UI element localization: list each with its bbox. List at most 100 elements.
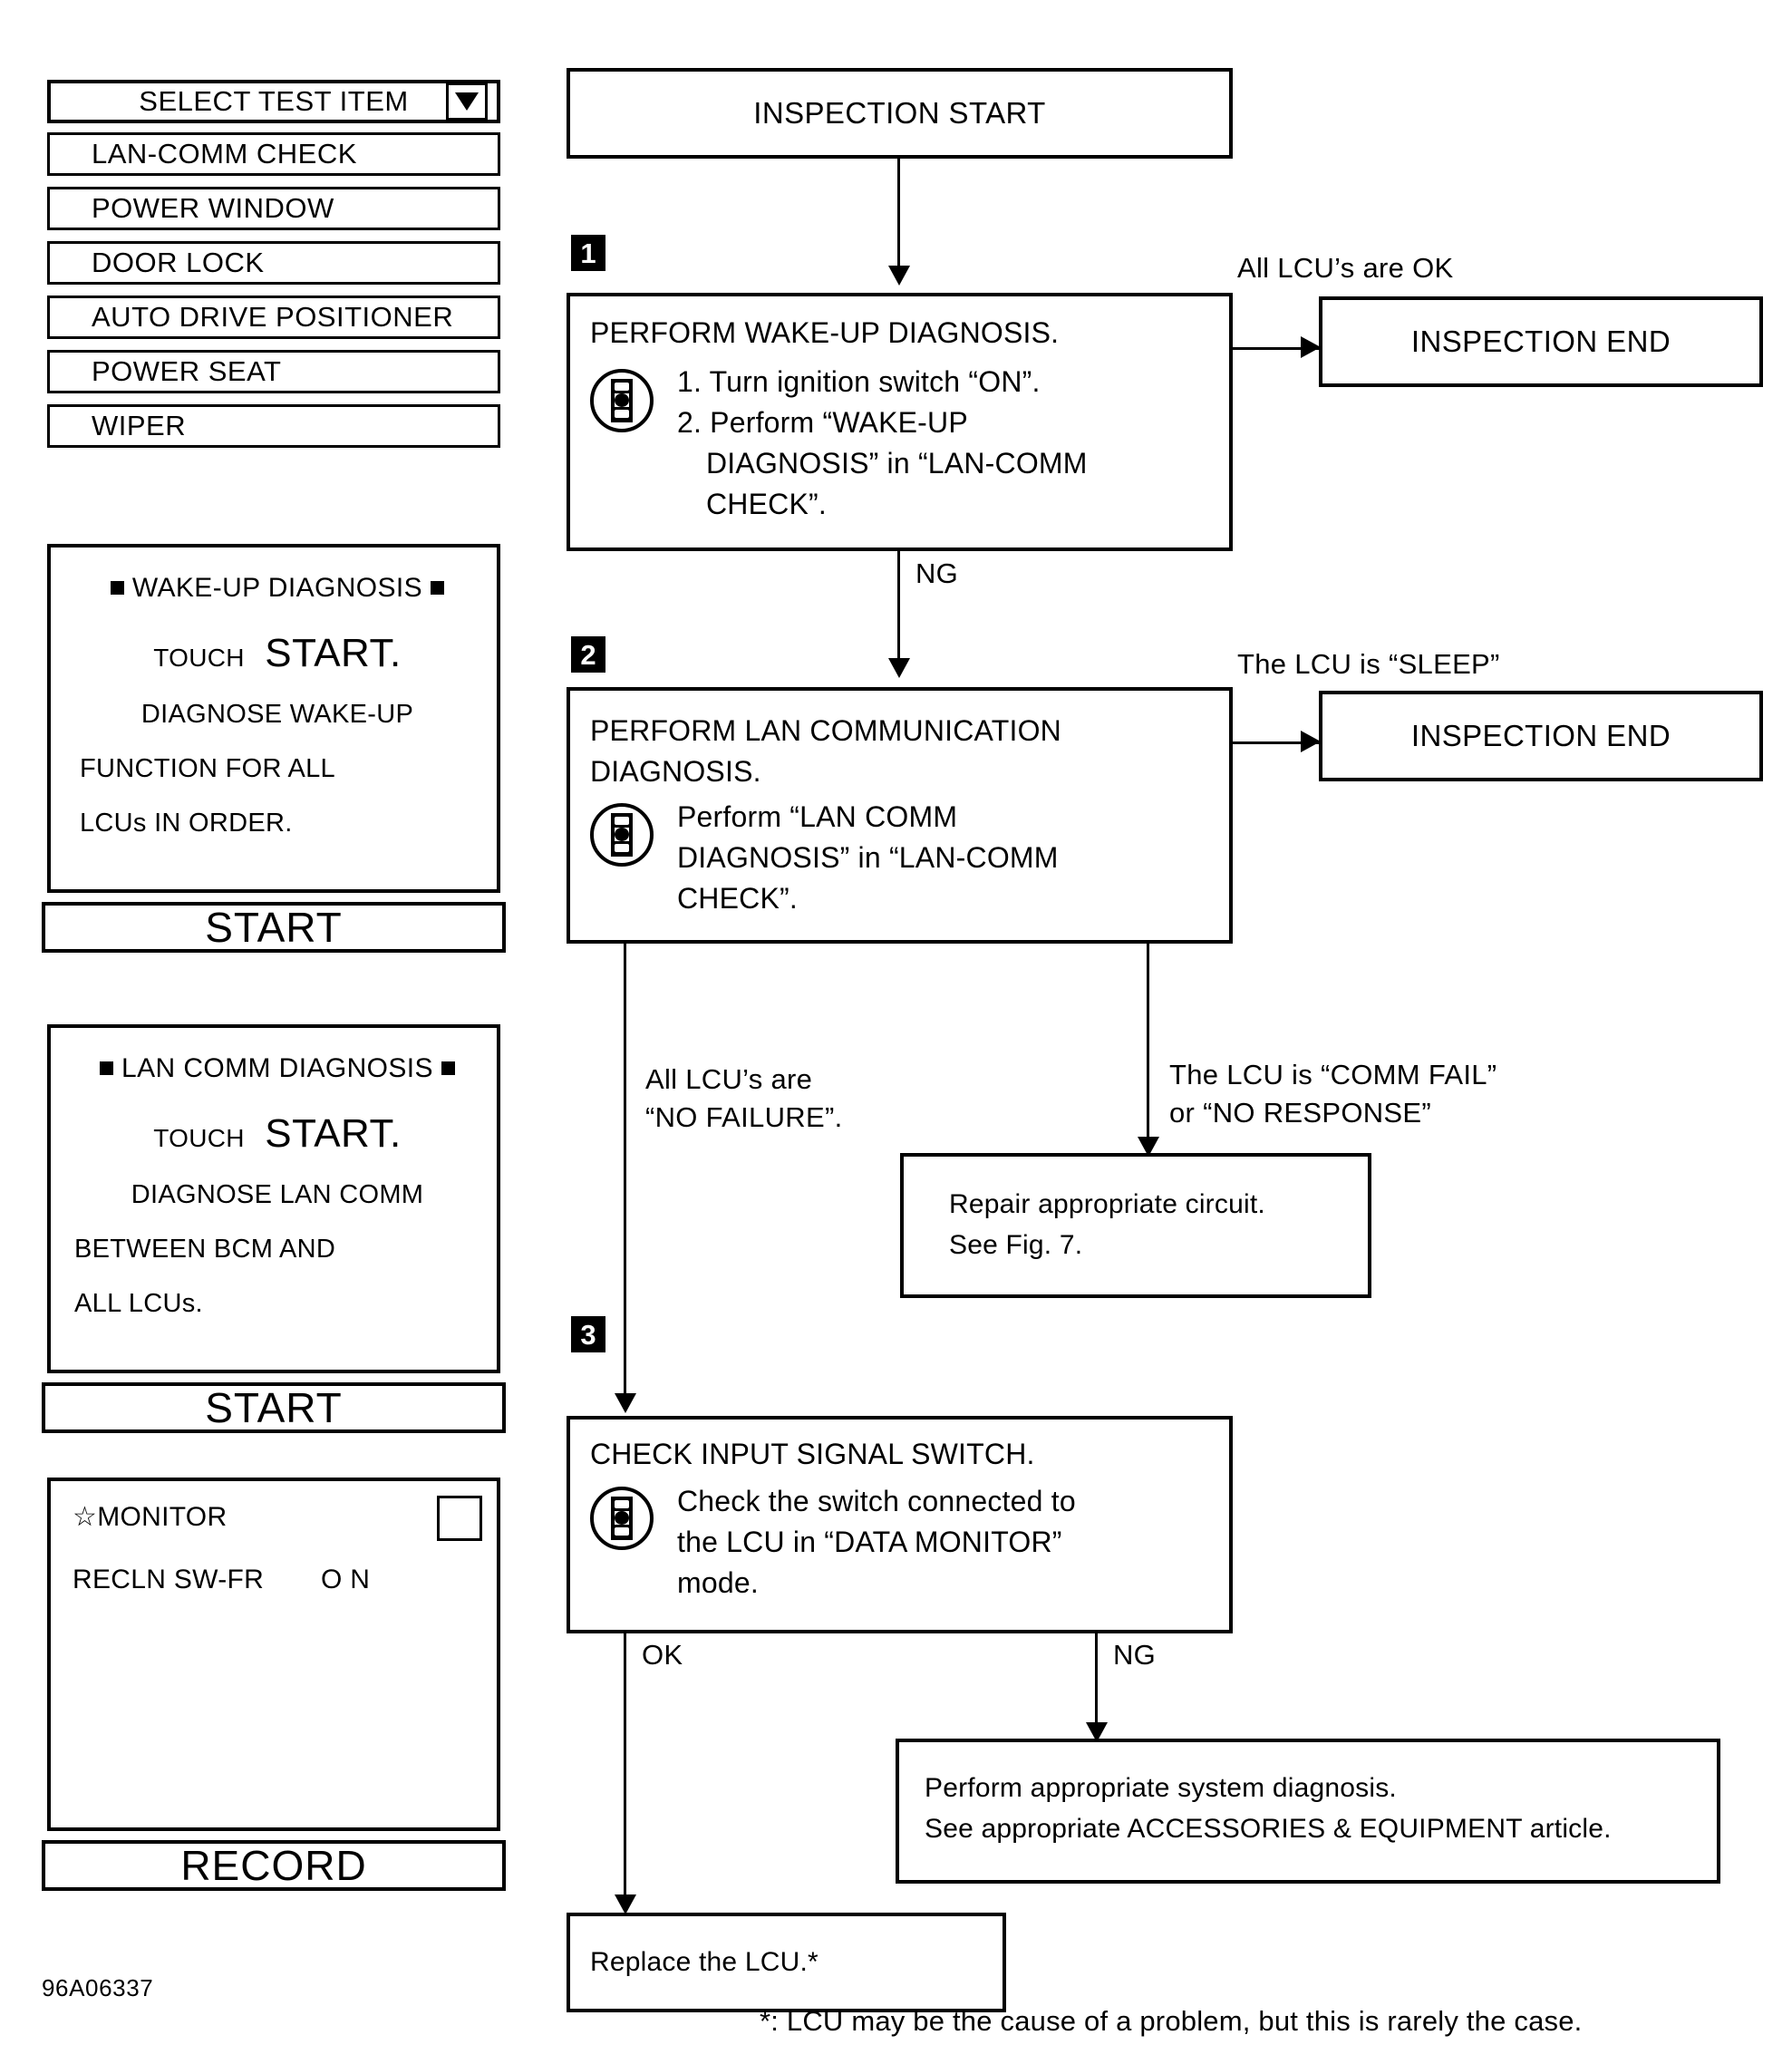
lan-comm-diagnosis-screen: LAN COMM DIAGNOSIS TOUCH START. DIAGNOSE… [47, 1024, 500, 1373]
test-item-label: AUTO DRIVE POSITIONER [92, 301, 454, 333]
system-diagnosis-box: Perform appropriate system diagnosis. Se… [896, 1739, 1720, 1884]
edge-label-ok-3: OK [642, 1639, 683, 1671]
select-test-item-header-label: SELECT TEST ITEM [139, 85, 409, 117]
test-item-power-seat[interactable]: POWER SEAT [47, 350, 500, 393]
wake-up-diagnosis-title-text: WAKE-UP DIAGNOSIS [131, 573, 423, 603]
replace-lcu-label: Replace the LCU.* [590, 1947, 819, 1977]
step-3-body-line-3: mode. [677, 1566, 759, 1599]
touch-prefix-label: TOUCH [153, 644, 245, 672]
step-1-body-line-3: DIAGNOSIS” in “LAN-COMM [706, 447, 1088, 480]
wake-up-desc-line-3: LCUs IN ORDER. [80, 809, 293, 838]
step-2-body: Perform “LAN COMM DIAGNOSIS” in “LAN-COM… [677, 797, 1059, 919]
step-2-title-line-1: PERFORM LAN COMMUNICATION [590, 714, 1061, 747]
lan-comm-desc-line-1: DIAGNOSE LAN COMM [131, 1180, 424, 1209]
system-diagnosis-line-2: See appropriate ACCESSORIES & EQUIPMENT … [925, 1814, 1612, 1844]
step-1-body-line-1: 1. Turn ignition switch “ON”. [677, 365, 1041, 398]
step-2-body-line-3: CHECK”. [677, 882, 798, 915]
lan-comm-desc-line-3: ALL LCUs. [74, 1289, 203, 1318]
lan-comm-desc-line-2: BETWEEN BCM AND [74, 1235, 336, 1264]
step-badge-2: 2 [571, 636, 605, 673]
step-badge-1: 1 [571, 235, 605, 271]
step-1-body: 1. Turn ignition switch “ON”. 2. Perform… [677, 362, 1088, 525]
system-diagnosis-line-1: Perform appropriate system diagnosis. [925, 1773, 1397, 1803]
test-item-label: POWER SEAT [92, 355, 282, 387]
connector-step1-to-end1 [1233, 347, 1319, 350]
monitor-record-button[interactable]: RECORD [42, 1840, 506, 1891]
arrow-step1-to-step2 [888, 658, 910, 678]
connector-step1-to-step2 [897, 551, 900, 660]
step-1-box: PERFORM WAKE-UP DIAGNOSIS. 1. Turn ignit… [567, 293, 1233, 551]
figure-code: 96A06337 [42, 1974, 154, 2001]
step-3-body: Check the switch connected to the LCU in… [677, 1481, 1076, 1604]
edge-label-all-lcus-ok: All LCU’s are OK [1237, 252, 1454, 284]
connector-step3-ok [624, 1633, 626, 1896]
touch-start-target: START. [265, 631, 402, 675]
wake-up-diagnosis-screen: WAKE-UP DIAGNOSIS TOUCH START. DIAGNOSE … [47, 544, 500, 893]
arrow-step2-to-step3 [615, 1393, 636, 1413]
edge-label-no-failure-line-2: “NO FAILURE”. [645, 1101, 843, 1133]
monitor-screen: ☆MONITOR RECLN SW-FR O N [47, 1478, 500, 1831]
repair-circuit-line-2: See Fig. 7. [949, 1230, 1083, 1260]
connector-step3-ng [1095, 1633, 1098, 1724]
marker-square-icon [430, 581, 444, 595]
test-item-label: WIPER [92, 410, 187, 441]
connector-step2-to-end2 [1233, 741, 1319, 744]
lan-comm-diagnosis-title: LAN COMM DIAGNOSIS [51, 1053, 504, 1084]
test-item-label: DOOR LOCK [92, 247, 265, 278]
edge-label-no-failure-line-1: All LCU’s are [645, 1063, 813, 1095]
marker-square-icon [100, 1061, 114, 1075]
step-2-body-line-1: Perform “LAN COMM [677, 800, 958, 833]
select-test-item-header[interactable]: SELECT TEST ITEM [47, 80, 500, 123]
arrow-start-to-step1 [888, 266, 910, 286]
step-2-box: PERFORM LAN COMMUNICATION DIAGNOSIS. Per… [567, 687, 1233, 944]
wake-up-touch-line: TOUCH START. [51, 631, 504, 676]
wake-up-start-button[interactable]: START [42, 902, 506, 953]
monitor-record-button-label: RECORD [180, 1842, 367, 1889]
step-badge-2-label: 2 [580, 638, 596, 671]
marker-square-icon [441, 1061, 455, 1075]
arrow-step3-to-replace [615, 1894, 636, 1914]
step-1-title: PERFORM WAKE-UP DIAGNOSIS. [590, 316, 1060, 349]
test-item-label: LAN-COMM CHECK [92, 138, 357, 170]
chevron-down-icon[interactable] [446, 82, 488, 121]
test-item-label: POWER WINDOW [92, 192, 334, 224]
repair-circuit-line-1: Repair appropriate circuit. [949, 1189, 1265, 1219]
step-3-title: CHECK INPUT SIGNAL SWITCH. [590, 1438, 1035, 1470]
footnote: *: LCU may be the cause of a problem, bu… [760, 2005, 1583, 2037]
test-item-door-lock[interactable]: DOOR LOCK [47, 241, 500, 285]
wake-up-start-button-label: START [205, 904, 343, 951]
test-item-power-window[interactable]: POWER WINDOW [47, 187, 500, 230]
test-item-wiper[interactable]: WIPER [47, 404, 500, 448]
system-diagnosis-text: Perform appropriate system diagnosis. Se… [925, 1768, 1612, 1849]
inspection-end-2-label: INSPECTION END [1410, 719, 1671, 752]
monitor-title: ☆MONITOR [73, 1501, 227, 1533]
arrow-step2-to-end2 [1301, 731, 1321, 752]
edge-label-ng-3: NG [1113, 1639, 1157, 1671]
arrow-step2-to-repair [1138, 1137, 1159, 1157]
repair-circuit-box: Repair appropriate circuit. See Fig. 7. [900, 1153, 1371, 1298]
step-badge-3-label: 3 [580, 1318, 596, 1351]
monitor-row-name: RECLN SW-FR [73, 1565, 265, 1594]
wake-up-desc-line-2: FUNCTION FOR ALL [80, 754, 335, 783]
lan-comm-diagnosis-title-text: LAN COMM DIAGNOSIS [121, 1053, 433, 1083]
step-2-body-line-2: DIAGNOSIS” in “LAN-COMM [677, 841, 1059, 874]
checkbox-icon[interactable] [437, 1496, 482, 1541]
lan-comm-start-button-label: START [205, 1384, 343, 1431]
connector-step2-commfail [1147, 944, 1149, 1139]
edge-label-no-failure: All LCU’s are “NO FAILURE”. [645, 1061, 842, 1137]
test-item-lan-comm-check[interactable]: LAN-COMM CHECK [47, 132, 500, 176]
step-3-body-line-1: Check the switch connected to [677, 1485, 1076, 1517]
step-2-title: PERFORM LAN COMMUNICATION DIAGNOSIS. [590, 711, 1061, 792]
test-item-auto-drive-positioner[interactable]: AUTO DRIVE POSITIONER [47, 296, 500, 339]
edge-label-ng-1: NG [915, 557, 959, 589]
step-badge-3: 3 [571, 1316, 605, 1352]
lan-comm-start-button[interactable]: START [42, 1382, 506, 1433]
consult-device-icon [588, 1485, 655, 1552]
replace-lcu-box: Replace the LCU.* [567, 1913, 1006, 2012]
consult-device-icon [588, 801, 655, 868]
wake-up-desc-line-1: DIAGNOSE WAKE-UP [140, 700, 414, 729]
step-3-box: CHECK INPUT SIGNAL SWITCH. Check the swi… [567, 1416, 1233, 1633]
consult-device-icon [588, 367, 655, 434]
inspection-end-1-label: INSPECTION END [1410, 325, 1671, 358]
